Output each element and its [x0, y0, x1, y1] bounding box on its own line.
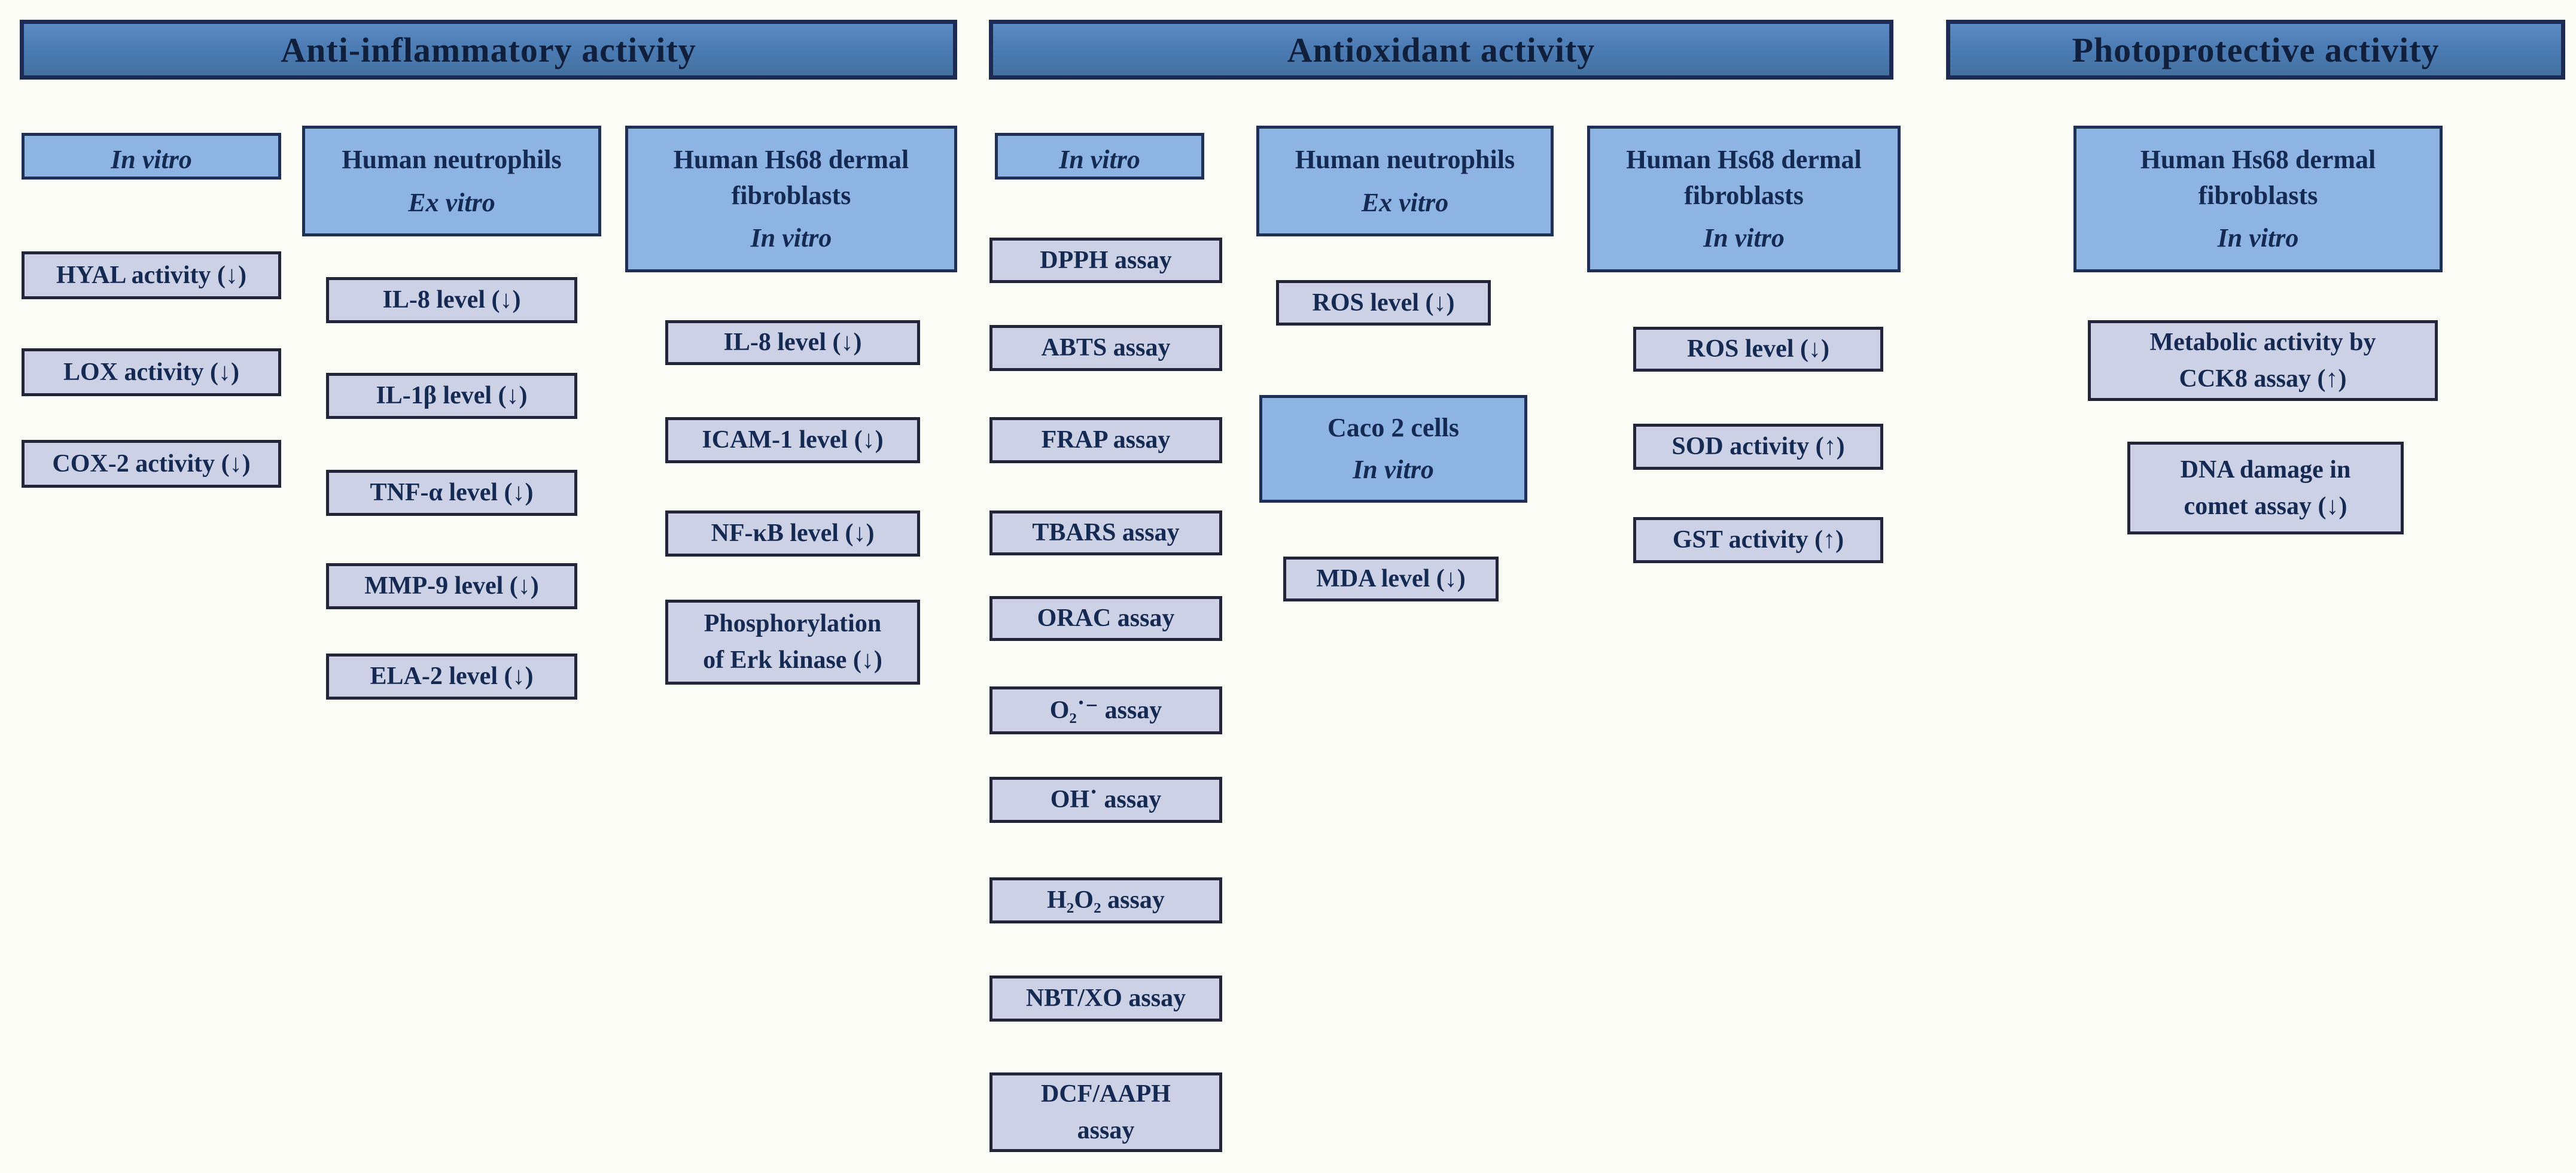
- outcome-box-sod-activity: SOD activity (↑): [1633, 424, 1883, 470]
- header-antioxidant-activity: Antioxidant activity: [989, 20, 1893, 80]
- outcome-box-hyal-activity: HYAL activity (↓): [22, 251, 281, 299]
- outcome-box-il1b-level: IL-1β level (↓): [326, 373, 577, 419]
- outcome-box-ros-level-fibroblasts: ROS level (↓): [1633, 327, 1883, 372]
- outcome-box-superoxide-assay: O₂˙⁻ assay: [989, 686, 1222, 734]
- study-type-label: In vitro: [1353, 455, 1434, 485]
- outcome-box-ela2-level: ELA-2 level (↓): [326, 654, 577, 700]
- outcome-box-abts-assay: ABTS assay: [989, 325, 1222, 371]
- model-box-anti-hs68-fibroblasts: Human Hs68 dermal fibroblasts In vitro: [625, 126, 957, 272]
- model-box-antiox-in-vitro: In vitro: [995, 133, 1204, 180]
- outcome-box-lox-activity: LOX activity (↓): [22, 348, 281, 396]
- outcome-box-h2o2-assay: H₂O₂ assay: [989, 877, 1222, 923]
- outcome-box-icam1-level: ICAM-1 level (↓): [665, 417, 920, 463]
- cell-model-title: Human Hs68 dermal fibroblasts: [673, 145, 909, 210]
- outcome-box-ros-level-neutrophils: ROS level (↓): [1276, 280, 1491, 326]
- study-type-label: In vitro: [111, 145, 192, 174]
- outcome-box-cox2-activity: COX-2 activity (↓): [22, 440, 281, 488]
- cell-model-title: Human Hs68 dermal fibroblasts: [1626, 145, 1862, 210]
- outcome-box-mda-level: MDA level (↓): [1283, 557, 1499, 601]
- outcome-box-frap-assay: FRAP assay: [989, 417, 1222, 463]
- outcome-box-nbt-xo-assay: NBT/XO assay: [989, 976, 1222, 1022]
- outcome-box-tnfa-level: TNF-α level (↓): [326, 470, 577, 516]
- study-type-label: Ex vitro: [1361, 187, 1449, 217]
- outcome-box-tbars-assay: TBARS assay: [989, 510, 1222, 555]
- outcome-box-erk-phosphorylation: Phosphorylation of Erk kinase (↓): [665, 600, 920, 685]
- outcome-box-metabolic-activity-cck8: Metabolic activity by CCK8 assay (↑): [2088, 320, 2438, 401]
- outcome-box-dna-damage-comet: DNA damage in comet assay (↓): [2127, 442, 2404, 534]
- outcome-box-il8-level-neutrophils: IL-8 level (↓): [326, 277, 577, 323]
- outcome-box-hydroxyl-radical-assay: OH˙ assay: [989, 777, 1222, 823]
- model-box-caco2-cells: Caco 2 cells In vitro: [1259, 395, 1527, 503]
- outcome-box-orac-assay: ORAC assay: [989, 596, 1222, 641]
- model-box-photo-hs68-fibroblasts: Human Hs68 dermal fibroblasts In vitro: [2073, 126, 2443, 272]
- model-box-anti-in-vitro: In vitro: [22, 133, 281, 180]
- outcome-box-nfkb-level: NF-κB level (↓): [665, 510, 920, 557]
- model-box-anti-human-neutrophils: Human neutrophils Ex vitro: [302, 126, 601, 236]
- cell-model-title: Caco 2 cells: [1327, 413, 1459, 443]
- cell-model-title: Human neutrophils: [1295, 145, 1515, 175]
- header-photoprotective-activity: Photoprotective activity: [1946, 20, 2565, 80]
- study-type-label: In vitro: [1059, 145, 1140, 174]
- header-anti-inflammatory-activity: Anti-inflammatory activity: [20, 20, 957, 80]
- model-box-antiox-human-neutrophils: Human neutrophils Ex vitro: [1256, 126, 1554, 236]
- outcome-box-dcf-aaph-assay: DCF/AAPH assay: [989, 1072, 1222, 1152]
- outcome-box-gst-activity: GST activity (↑): [1633, 517, 1883, 563]
- study-type-label: In vitro: [750, 223, 832, 253]
- outcome-box-il8-level-fibroblasts: IL-8 level (↓): [665, 320, 920, 365]
- model-box-antiox-hs68-fibroblasts: Human Hs68 dermal fibroblasts In vitro: [1587, 126, 1901, 272]
- study-type-label: In vitro: [2217, 223, 2299, 253]
- outcome-box-dpph-assay: DPPH assay: [989, 238, 1222, 283]
- cell-model-title: Human Hs68 dermal fibroblasts: [2140, 145, 2376, 210]
- cell-model-title: Human neutrophils: [342, 145, 562, 175]
- study-type-label: Ex vitro: [408, 187, 495, 217]
- outcome-box-mmp9-level: MMP-9 level (↓): [326, 563, 577, 609]
- study-type-label: In vitro: [1703, 223, 1785, 253]
